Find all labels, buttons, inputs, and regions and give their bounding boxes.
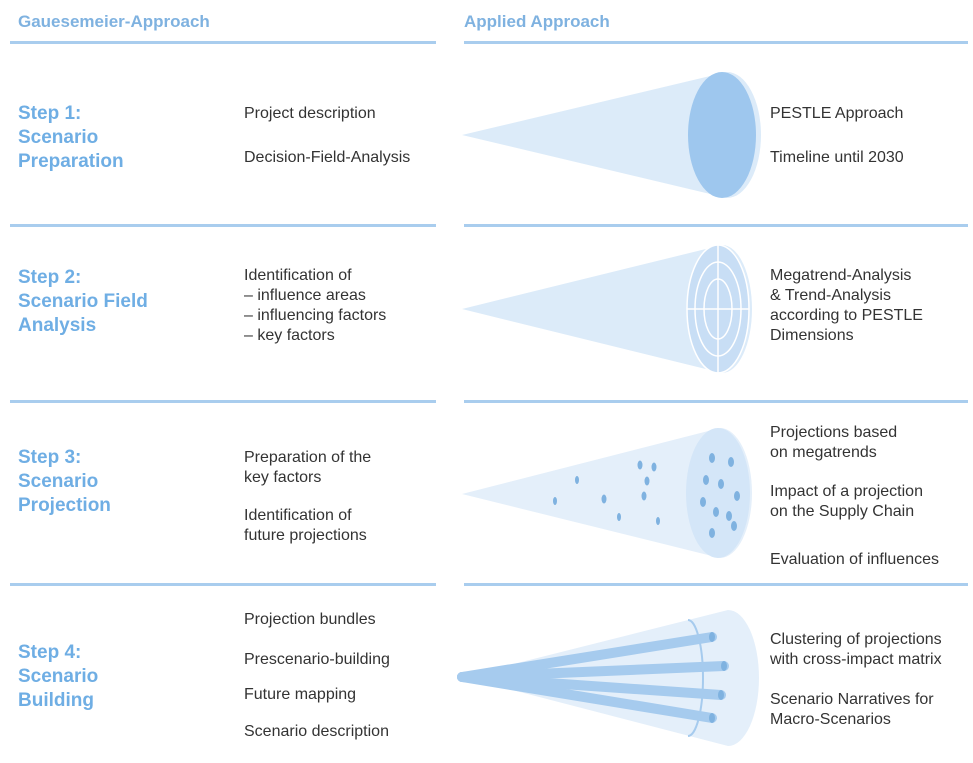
left-header-divider [10, 41, 436, 44]
gauesemeier-item: Projection bundles [244, 611, 376, 628]
gauesemeier-item: Future mapping [244, 686, 357, 703]
gauesemeier-item: Prescenario-building [244, 651, 390, 668]
cone-dots-icon [462, 428, 752, 558]
gauesemeier-item: Identification of– influence areas– infl… [244, 267, 387, 344]
cone-bundles-icon [457, 610, 759, 746]
left-step-divider [10, 583, 436, 586]
cone-target-icon [462, 244, 752, 374]
left-step-divider [10, 400, 436, 403]
applied-item: PESTLE Approach [770, 105, 904, 122]
right-column-header: Applied Approach [464, 12, 610, 31]
gauesemeier-item: Decision-Field-Analysis [244, 149, 411, 166]
right-step-divider [464, 224, 968, 227]
cone-disc-icon [462, 72, 761, 198]
applied-item: Timeline until 2030 [770, 149, 904, 166]
right-step-divider [464, 583, 968, 586]
gauesemeier-item: Project description [244, 105, 376, 122]
gauesemeier-item: Scenario description [244, 723, 389, 740]
right-header-divider [464, 41, 968, 44]
left-column-header: Gauesemeier-Approach [18, 12, 210, 31]
left-step-divider [10, 224, 436, 227]
applied-item: Evaluation of influences [770, 551, 939, 568]
right-step-divider [464, 400, 968, 403]
